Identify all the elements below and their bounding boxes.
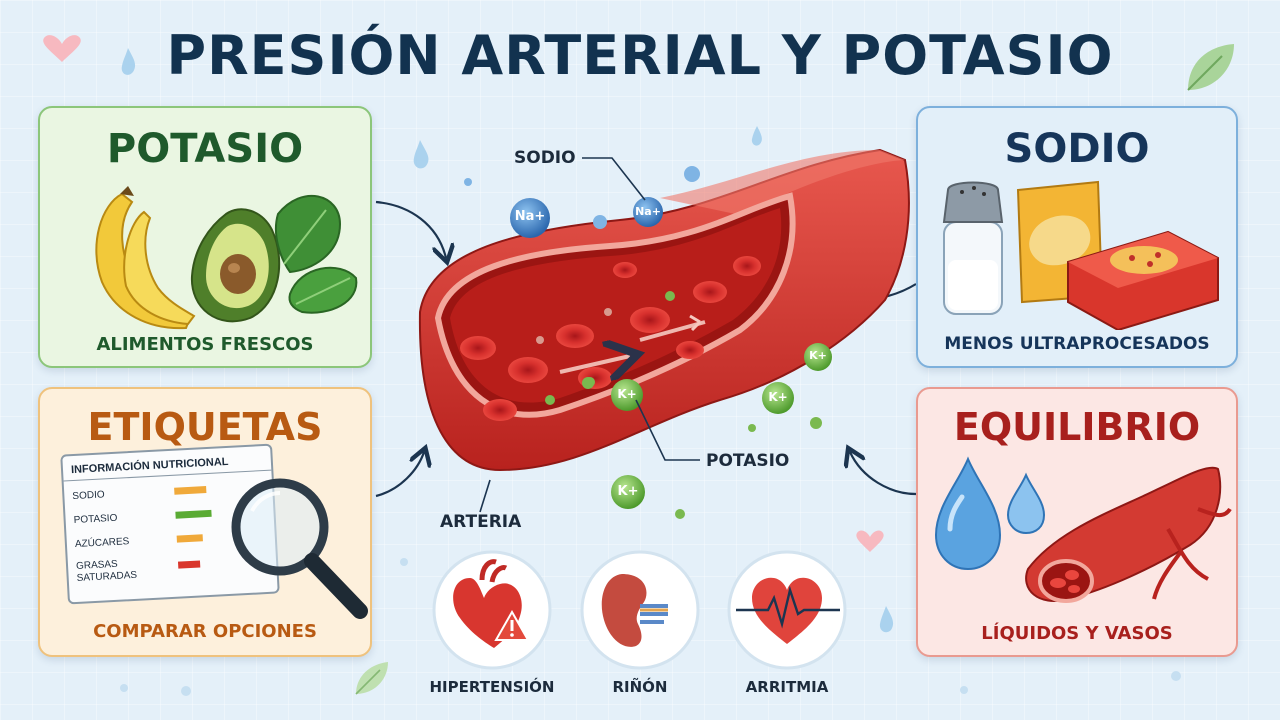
rinon-circle [580,550,700,670]
hipertension-label: HIPERTENSIÓN [429,678,555,696]
sodium-ion-small-label: Na+ [635,205,661,218]
equilibrio-title: EQUILIBRIO [953,405,1201,449]
potasio-title: POTASIO [106,126,304,172]
potassium-ion-3 [762,382,794,414]
potassium-ion-3-label: K+ [768,390,788,404]
label-row-saturadas: SATURADAS [76,569,138,584]
sodium-ion-large-label: Na+ [514,209,546,224]
equilibrio-panel: EQUILIBRIO LÍQUIDOS Y VASOS [916,387,1238,657]
rinon-label: RIÑÓN [612,678,668,696]
water-drop-icon [934,456,1002,571]
arrow-potasio [375,200,446,258]
leaf-icon [1187,44,1234,91]
potassium-ion-1 [611,379,643,411]
sodio-panel: SODIO MENOS ULTRAPROCESADOS [916,106,1238,368]
page-title: PRESIÓN ARTERIAL Y POTASIO [166,24,1114,87]
potasio-panel: POTASIO ALIMENTOS FRESCOS [38,106,372,368]
sodio-caption: MENOS ULTRAPROCESADOS [944,334,1210,354]
artery-icon [418,148,910,472]
sodium-ion-large [510,198,550,238]
label-row-potasio: POTASIO [73,512,118,527]
sodio-label: SODIO [514,148,576,168]
fresh-food-icon [95,186,358,330]
leaf-icon [355,662,388,695]
label-row-azucares: AZÚCARES [74,536,130,550]
potassium-ion-2 [804,343,832,371]
hipertension-circle [432,550,552,670]
sodio-title: SODIO [1004,126,1150,172]
potasio-caption: ALIMENTOS FRESCOS [96,334,314,355]
potassium-ion-2-label: K+ [809,349,827,362]
sodium-ion-small [633,197,663,227]
potasio-label: POTASIO [706,451,790,471]
magnifier-icon [231,478,368,619]
arrow-etiquetas [375,452,424,498]
water-vessel-icon [934,456,1232,603]
water-drop-icon [1006,472,1046,535]
potassium-ion-4 [611,475,645,509]
arteria-label: ARTERIA [440,512,522,532]
label-row-grasas: GRASAS [75,558,119,572]
potassium-ion-4-label: K+ [617,484,639,499]
potassium-ion-1-label: K+ [617,387,637,401]
equilibrio-caption: LÍQUIDOS Y VASOS [981,623,1173,644]
etiquetas-caption: COMPARAR OPCIONES [93,621,317,642]
arritmia-label: ARRITMIA [745,678,829,696]
etiquetas-title: ETIQUETAS [87,405,323,449]
arritmia-circle [727,550,847,670]
label-row-sodio: SODIO [72,489,105,503]
arrow-equilibrio [850,452,917,496]
etiquetas-panel: ETIQUETAS INFORMACIÓN NUTRICIONAL SODIO … [38,387,372,657]
processed-food-icon [942,180,1219,330]
